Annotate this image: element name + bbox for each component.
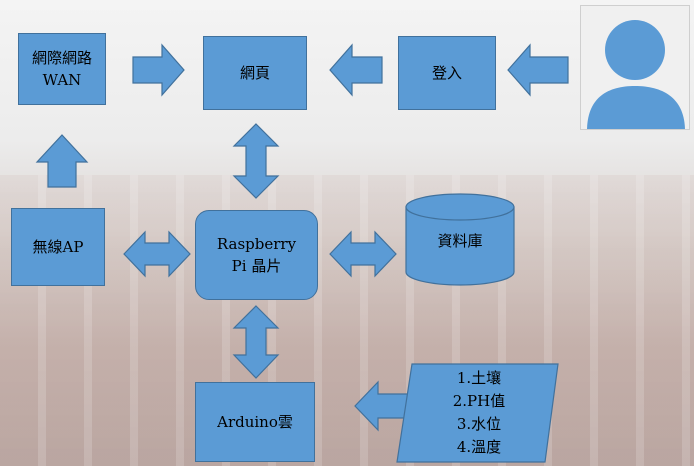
sensor-data-label: 1.土壤 2.PH值 3.水位 4.溫度 [452,369,506,456]
arrow-webpage-raspberry [232,123,280,199]
arrow-sensor-to-arduino [354,380,411,432]
database-label: 資料庫 [437,232,483,250]
arduino-cloud-node: Arduino雲 [195,382,315,462]
database-cylinder-top [405,193,515,221]
wan-node: 網際網路 WAN [18,33,106,105]
arrow-ap-to-wan [35,134,89,188]
login-node: 登入 [398,36,496,110]
raspberry-pi-node: Raspberry Pi 晶片 [195,210,318,300]
webpage-node: 網頁 [203,36,307,110]
arrow-login-to-webpage [329,43,383,97]
arrow-wan-to-webpage [132,43,185,97]
background-building [0,175,694,466]
wireless-ap-node: 無線AP [11,208,105,286]
user-avatar-icon [587,20,685,129]
user-avatar-card [580,5,690,130]
arrow-raspberry-database [329,230,397,278]
database-cylinder [405,206,515,286]
sensor-data-parallelogram [396,363,559,463]
arrow-raspberry-arduino [232,305,280,379]
arrow-user-to-login [507,43,569,97]
arrow-ap-raspberry [123,230,191,278]
